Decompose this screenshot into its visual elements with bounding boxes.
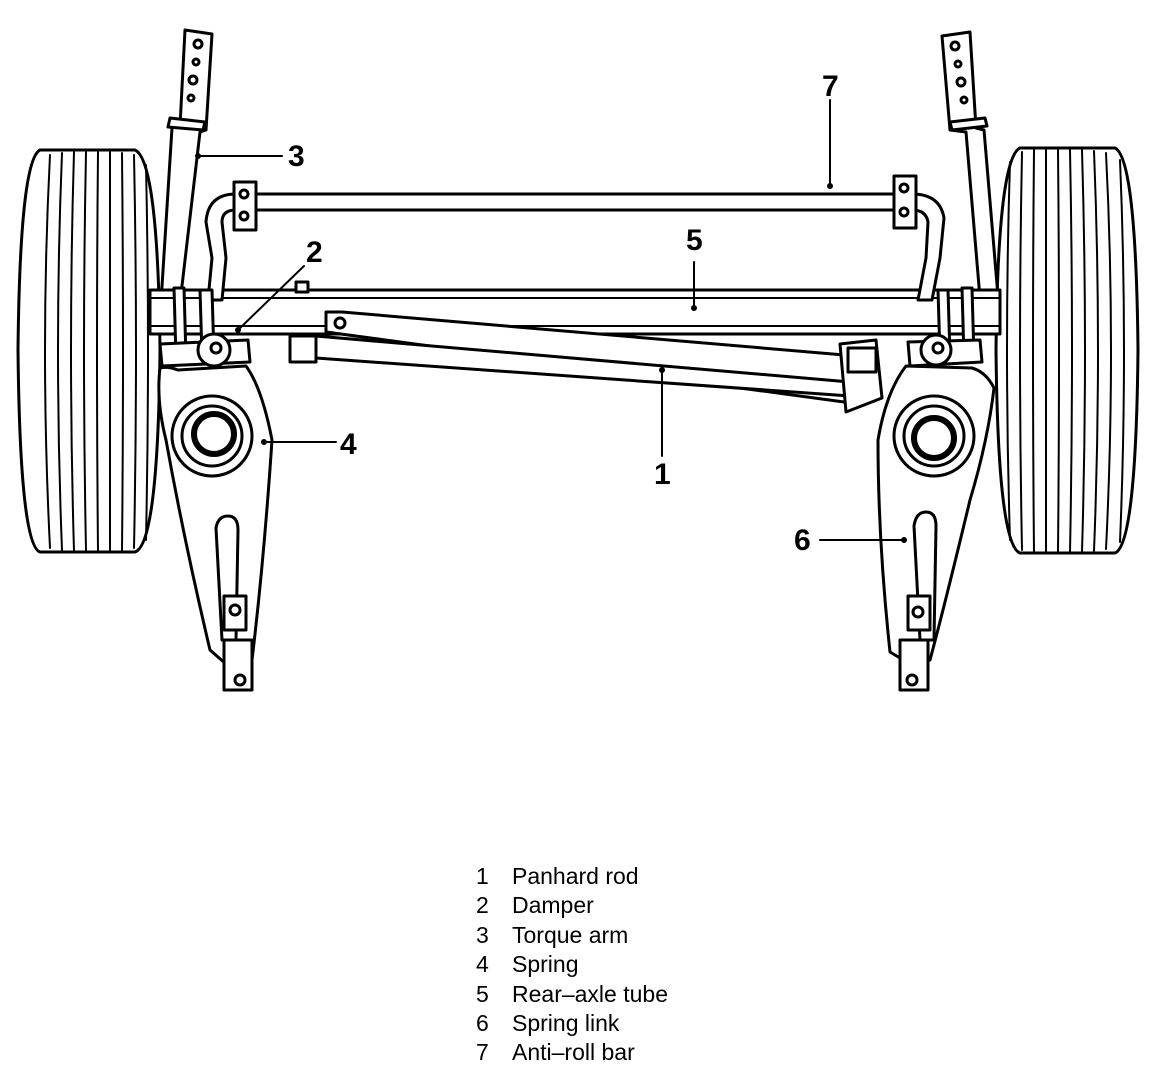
right-wheel <box>994 146 1140 555</box>
legend-number: 6 <box>476 1010 489 1037</box>
legend-item: 2 Damper <box>476 891 668 920</box>
legend-label: Panhard rod <box>512 863 639 889</box>
legend-label: Rear–axle tube <box>512 980 668 1007</box>
legend-number: 7 <box>476 1039 489 1066</box>
left-torque-arm <box>158 28 214 322</box>
left-spring <box>170 394 254 478</box>
legend-number: 1 <box>476 863 489 889</box>
leader-lines <box>197 99 905 541</box>
callout-7: 7 <box>822 70 839 103</box>
callout-2: 2 <box>306 236 323 269</box>
legend-item: 1 Panhard rod <box>476 862 668 891</box>
legend-item: 3 Torque arm <box>476 921 668 950</box>
right-torque-arm <box>940 30 1002 324</box>
right-spring <box>892 394 976 478</box>
left-damper <box>158 286 252 368</box>
legend-item: 4 Spring <box>476 950 668 979</box>
callout-1: 1 <box>654 458 671 491</box>
panhard-rod <box>288 310 884 414</box>
callout-6: 6 <box>794 524 811 557</box>
legend-item: 5 Rear–axle tube <box>476 980 668 1009</box>
rear-axle-tube <box>148 280 1002 336</box>
callout-4: 4 <box>340 428 357 461</box>
legend-item: 7 Anti–roll bar <box>476 1038 668 1067</box>
anti-roll-bar <box>204 174 946 302</box>
legend-number: 5 <box>476 980 489 1007</box>
leader-dots <box>195 153 907 543</box>
legend-label: Damper <box>512 892 594 919</box>
legend-number: 3 <box>476 921 489 948</box>
legend-label: Anti–roll bar <box>512 1039 635 1066</box>
callout-5: 5 <box>686 224 703 257</box>
left-wheel <box>16 148 162 554</box>
legend-label: Torque arm <box>512 921 629 948</box>
legend-label: Spring <box>512 951 579 978</box>
legend-label: Spring link <box>512 1010 620 1037</box>
callout-3: 3 <box>288 140 305 173</box>
legend-number: 4 <box>476 951 489 978</box>
legend-item: 6 Spring link <box>476 1009 668 1038</box>
right-damper <box>906 286 984 368</box>
legend-number: 2 <box>476 892 489 919</box>
